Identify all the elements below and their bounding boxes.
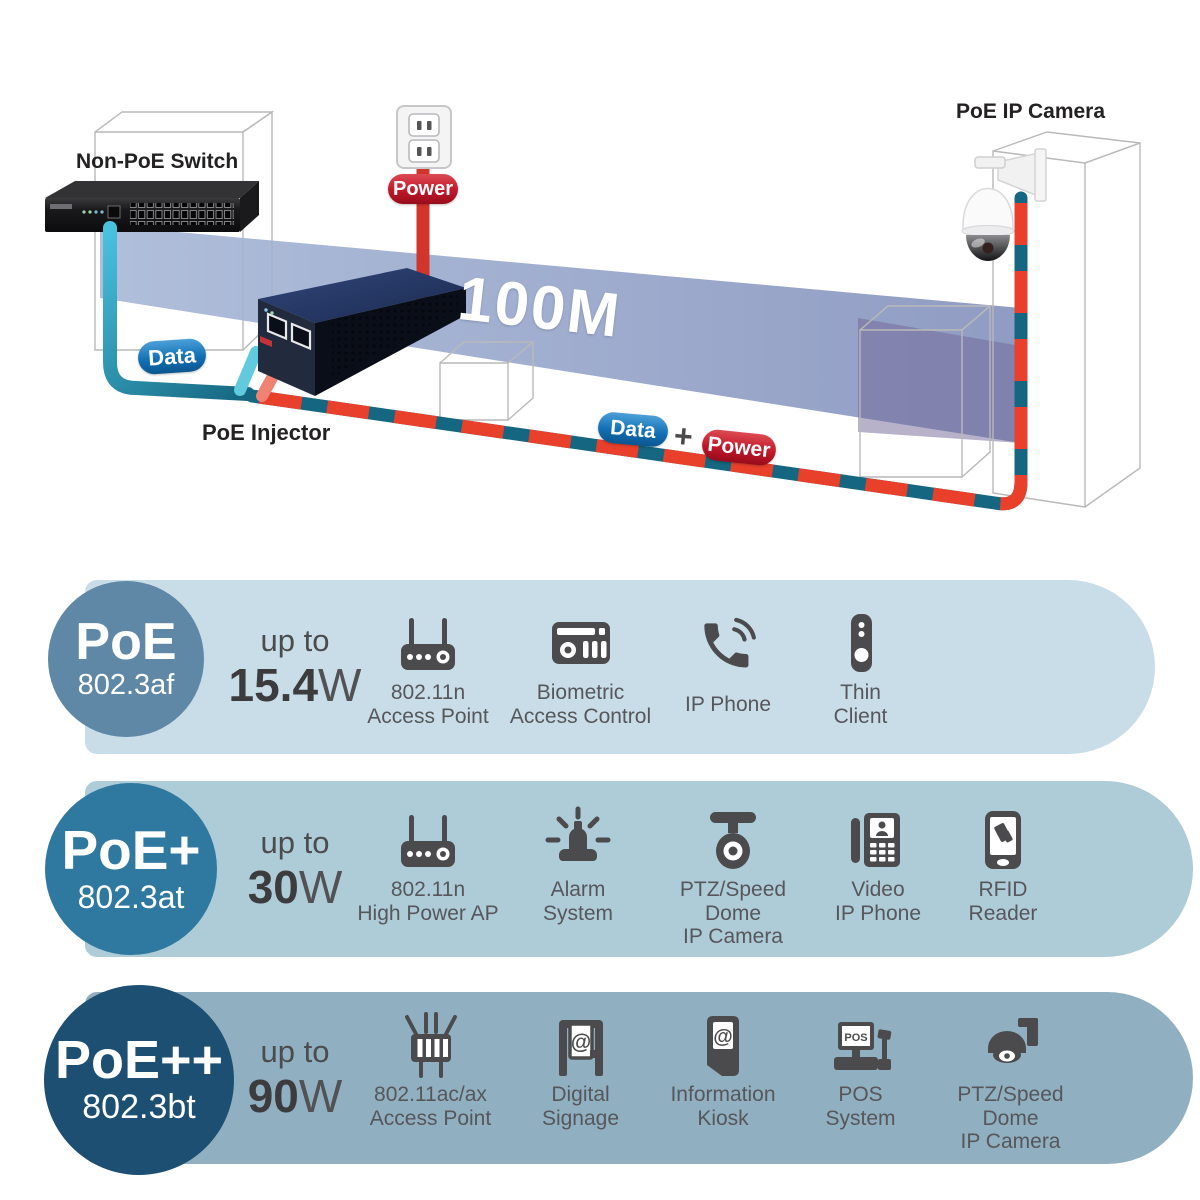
rfid-reader-icon	[985, 811, 1021, 869]
power-rating: up to 90W	[247, 1033, 343, 1123]
poe-badge: PoE 802.3af	[48, 581, 204, 737]
biometric-access-control-icon	[551, 622, 610, 664]
information-kiosk-icon: @	[707, 1016, 739, 1076]
poe-standard: 802.3at	[77, 878, 185, 915]
ptz-dome-camera-icon	[710, 812, 756, 869]
switch-label: Non-PoE Switch	[76, 150, 239, 173]
watt-unit: W	[298, 1070, 343, 1123]
device-ip-phone: IP Phone	[658, 606, 798, 729]
device-speed-dome-camera: PTZ/Speed Dome IP Camera	[928, 1008, 1093, 1154]
poe-ip-camera	[961, 148, 1047, 261]
device-pos-system: POS POS System	[793, 1008, 928, 1131]
device-rfid-reader: RFID Reader	[943, 803, 1063, 926]
wireframe-box-left	[94, 110, 275, 351]
data-cable	[103, 221, 255, 401]
access-point-icon	[401, 815, 455, 867]
switch-ports	[130, 203, 234, 225]
device-list: 802.11n Access Point Biometric Access Co…	[353, 580, 923, 780]
alarm-system-icon	[545, 806, 611, 861]
injector-label: PoE Injector	[202, 420, 331, 445]
network-diagram	[45, 105, 1141, 511]
device-digital-signage: @ Digital Signage	[508, 1008, 653, 1131]
watt-value: 15.4	[228, 659, 319, 712]
poe-standard: 802.3bt	[82, 1088, 196, 1127]
camera-label: PoE IP Camera	[956, 100, 1106, 123]
watt-unit: W	[318, 659, 362, 712]
ceiling-access-point-icon	[404, 1012, 457, 1078]
device-ac-ax-access-point: 802.11ac/ax Access Point	[353, 1008, 508, 1131]
device-alarm-system: Alarm System	[503, 803, 653, 926]
band-poe-802-3af: PoE 802.3af up to 15.4W 802.11n Access P…	[48, 580, 1155, 754]
band-poe-plus-802-3at: PoE+ 802.3at up to 30W 802.11n High Powe…	[45, 781, 1193, 957]
poe-standard: 802.3af	[77, 669, 175, 702]
poe-plus-badge: PoE+ 802.3at	[45, 783, 217, 955]
signage-at-glyph: @	[570, 1031, 590, 1054]
access-point-icon	[401, 618, 455, 670]
beam-100m	[100, 225, 1021, 443]
wireframe-box-small	[439, 340, 535, 421]
poe-title: PoE++	[54, 1030, 224, 1091]
rj45-port	[290, 322, 312, 351]
ip-phone-icon	[704, 617, 756, 668]
device-biometric-access-control: Biometric Access Control	[503, 606, 658, 729]
power-outlet	[396, 105, 452, 169]
link-data-pill: Data	[596, 411, 670, 448]
power-rating: up to 15.4W	[228, 622, 362, 712]
band-poe-plus-plus-802-3bt: PoE++ 802.3bt up to 90W 802.11ac/ax Acce	[44, 985, 1193, 1175]
device-ptz-dome-camera: PTZ/Speed Dome IP Camera	[653, 803, 813, 949]
watt-value: 90	[247, 1070, 299, 1123]
device-information-kiosk: @ Information Kiosk	[653, 1008, 793, 1131]
device-video-ip-phone: Video IP Phone	[813, 803, 943, 926]
device-access-point: 802.11n Access Point	[353, 606, 503, 729]
pos-system-icon: POS	[833, 1022, 891, 1070]
data-pill: Data	[136, 337, 208, 376]
power-rating: up to 30W	[247, 824, 343, 914]
poe-plus-plus-badge: PoE++ 802.3bt	[44, 985, 234, 1175]
data-power-cable	[234, 191, 1028, 511]
watt-unit: W	[298, 861, 343, 914]
non-poe-switch	[45, 181, 259, 232]
pos-screen-text: POS	[844, 1032, 867, 1044]
device-list: 802.11ac/ax Access Point @ Digital Signa…	[353, 992, 1093, 1180]
rj45-port	[266, 312, 288, 341]
watt-value: 30	[247, 861, 299, 914]
poe-injector	[258, 268, 466, 396]
plus-sign: +	[672, 417, 695, 455]
device-high-power-ap: 802.11n High Power AP	[353, 803, 503, 926]
video-ip-phone-icon	[851, 813, 900, 867]
power-pill: Power	[388, 174, 458, 204]
digital-signage-icon: @	[558, 1020, 603, 1076]
wireframe-box-mid-right	[859, 304, 992, 478]
device-list: 802.11n High Power AP Alarm System	[353, 781, 1063, 979]
thin-client-icon	[850, 614, 872, 672]
poe-title: PoE+	[61, 818, 201, 881]
beam-purple-tint	[858, 318, 1021, 443]
wireframe-box-tall-right	[992, 131, 1141, 508]
poe-title: PoE	[75, 613, 177, 672]
kiosk-at-glyph: @	[713, 1026, 733, 1048]
device-thin-client: Thin Client	[798, 606, 923, 729]
speed-dome-camera-icon	[987, 1018, 1038, 1063]
